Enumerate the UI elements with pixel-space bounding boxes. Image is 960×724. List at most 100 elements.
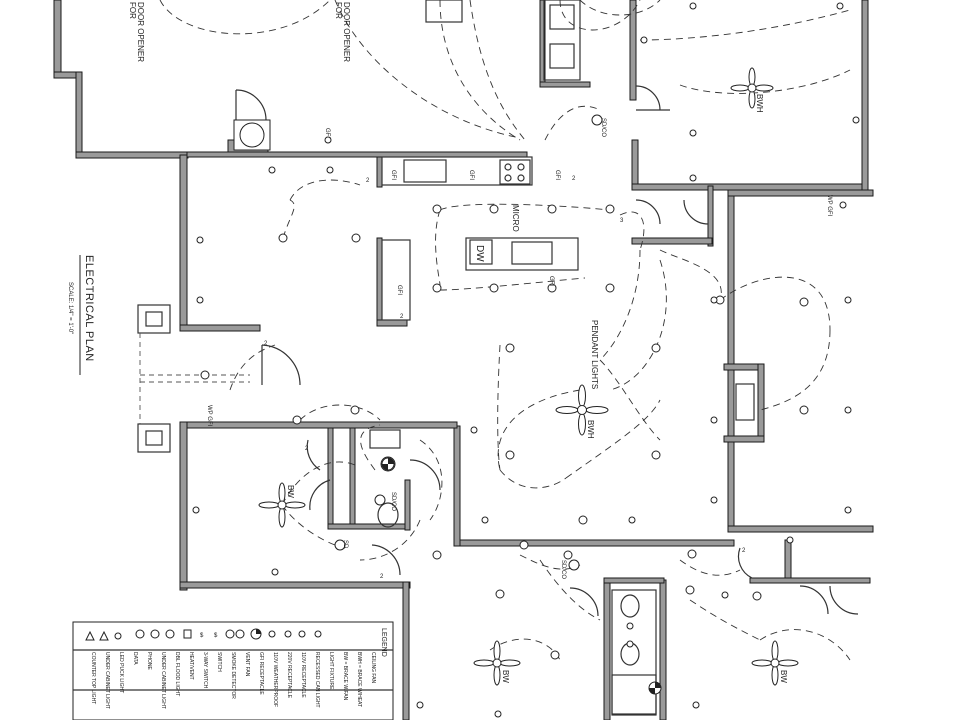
label-gfi-1: GFI bbox=[390, 170, 396, 180]
kitchen-fixtures bbox=[381, 0, 581, 321]
label-garage-door-pre-a: FOR bbox=[128, 2, 137, 19]
wall-hall-top bbox=[186, 421, 458, 429]
label-garage-door-b: DOOR OPENER bbox=[342, 2, 351, 62]
legend-block: LEGEND CEILING FAN BWH = BRACE W/HEAT BW =… bbox=[72, 621, 394, 721]
legend-title: LEGEND bbox=[380, 628, 387, 657]
svg-text:2: 2 bbox=[572, 176, 576, 182]
legend-item: LED PUCK LIGHT bbox=[118, 652, 124, 693]
label-gfi-4: GFI bbox=[396, 285, 402, 295]
label-gfi-2: GFI bbox=[468, 170, 474, 180]
legend-item: SMOKE DETECTOR bbox=[230, 652, 236, 699]
wall-laundry bbox=[784, 539, 792, 581]
ceiling-fan-lower-right bbox=[751, 640, 799, 686]
entry-porch bbox=[137, 304, 301, 453]
svg-text:2: 2 bbox=[400, 314, 404, 320]
svg-text:3: 3 bbox=[620, 218, 624, 224]
recessed-lights bbox=[200, 204, 809, 660]
plan-scale: SCALE: 1/4" = 1'-0" bbox=[67, 282, 73, 334]
svg-text:$: $ bbox=[200, 633, 204, 639]
wall-exterior-left-top bbox=[53, 0, 62, 79]
wall-fireplace-back bbox=[757, 363, 765, 441]
wall-exterior-right-top bbox=[861, 0, 869, 191]
legend-item: VENT FAN bbox=[244, 652, 250, 677]
legend-item: BWH = BRACE W/HEAT bbox=[356, 652, 362, 707]
wall-porch-top bbox=[727, 189, 874, 197]
wall-closet-a bbox=[327, 427, 334, 529]
wall-bedroom-tl-left-lower bbox=[631, 139, 639, 191]
bath-fixtures bbox=[369, 429, 657, 716]
porch-column-top-inner bbox=[145, 311, 163, 327]
legend-item: BW = BRACE W/FAN bbox=[342, 652, 348, 701]
kitchen-island bbox=[465, 237, 579, 271]
label-sdco-1: SD/CO bbox=[600, 118, 606, 137]
label-sdco-3: SD/CO bbox=[390, 492, 396, 511]
label-bwh-great-room: BWH bbox=[586, 420, 595, 439]
kitchen-range bbox=[499, 159, 531, 185]
legend-item: 110V RECEPTACLE bbox=[300, 652, 306, 698]
wall-great-room-bottom bbox=[453, 539, 735, 547]
legend-item: 220V RECEPTACLE bbox=[286, 652, 292, 699]
utility-cabinets bbox=[543, 0, 581, 81]
label-bwh-top: BWH bbox=[755, 94, 764, 113]
label-gfi-3: GFI bbox=[554, 170, 560, 180]
legend-item: DBL FLOOD LIGHT bbox=[174, 652, 180, 696]
wall-living-left bbox=[179, 154, 188, 331]
porch-column-bottom-inner bbox=[145, 430, 163, 446]
receptacles bbox=[192, 2, 860, 718]
label-gfi-5: GFI bbox=[548, 276, 554, 286]
legend-item: RECESSED CAN LIGHT bbox=[314, 652, 320, 708]
label-gfi-6: GFI bbox=[324, 128, 330, 138]
label-micro: MICRO bbox=[511, 205, 520, 232]
wall-closet-right bbox=[707, 185, 714, 247]
wall-kitchen-left bbox=[376, 237, 383, 327]
porch-column-top bbox=[137, 304, 171, 334]
wall-great-room-right bbox=[727, 189, 735, 531]
ceiling-fan-bedroom bbox=[258, 482, 306, 528]
wall-laundry-bottom bbox=[749, 577, 871, 584]
porch-column-bottom bbox=[137, 423, 171, 453]
wall-hall-right bbox=[453, 425, 461, 547]
label-dishwasher: DW bbox=[474, 245, 485, 262]
label-sdco-2: SD/CO bbox=[560, 560, 566, 579]
wall-lower-left bbox=[402, 581, 410, 721]
label-bw-bedroom: BW bbox=[286, 485, 295, 498]
label-bw-lower-right: BW bbox=[779, 670, 788, 683]
plan-title: ELECTRICAL PLAN bbox=[83, 255, 95, 362]
wall-closet-b bbox=[349, 427, 356, 529]
wall-bath-top bbox=[603, 577, 665, 584]
wall-utility-bottom bbox=[539, 81, 591, 88]
island-sink bbox=[511, 241, 553, 265]
wall-bedroom-left bbox=[179, 421, 188, 591]
svg-text:2: 2 bbox=[305, 446, 309, 452]
label-pendant-lights: PENDANT LIGHTS bbox=[590, 320, 599, 389]
kitchen-counter bbox=[381, 156, 533, 186]
wall-closet-bottom bbox=[631, 237, 713, 245]
wall-kitchen-top bbox=[186, 151, 528, 158]
wall-bath-right bbox=[659, 579, 667, 721]
wall-exterior-left-mid bbox=[75, 71, 83, 157]
wall-garage-bottom bbox=[75, 151, 189, 159]
ceiling-fan-lower-left bbox=[473, 640, 521, 686]
legend-item: HEAT/VENT bbox=[188, 652, 194, 680]
legend-item: 3-WAY SWITCH bbox=[202, 652, 208, 689]
legend-item: GFI RECEPTACLE bbox=[258, 652, 264, 695]
legend-item: UNDER CABINET LIGHT bbox=[104, 652, 110, 709]
wall-kitchen-counter-end bbox=[376, 156, 383, 188]
wall-bath-left bbox=[603, 577, 611, 721]
label-sd: SD bbox=[342, 540, 348, 549]
ceiling-fan-top-bedroom bbox=[730, 67, 774, 109]
svg-text:2: 2 bbox=[380, 574, 384, 580]
fireplace-hearth bbox=[735, 383, 755, 421]
legend-item: CEILING FAN bbox=[370, 652, 376, 684]
kitchen-side-counter bbox=[381, 239, 411, 321]
wall-entry-top bbox=[179, 324, 261, 332]
ceiling-fans bbox=[258, 67, 799, 686]
label-garage-door-a: DOOR OPENER bbox=[136, 2, 145, 62]
plan-title-block: ELECTRICAL PLAN SCALE: 1/4" = 1'-0" bbox=[67, 255, 95, 375]
walls bbox=[53, 0, 874, 721]
wall-bedroom-tr-bottom bbox=[631, 183, 868, 191]
legend-item: UNDER CABINET LIGHT bbox=[160, 652, 166, 709]
wall-fireplace-bottom bbox=[723, 435, 765, 443]
label-wp-gfi-entry: WP GFI bbox=[206, 405, 212, 427]
